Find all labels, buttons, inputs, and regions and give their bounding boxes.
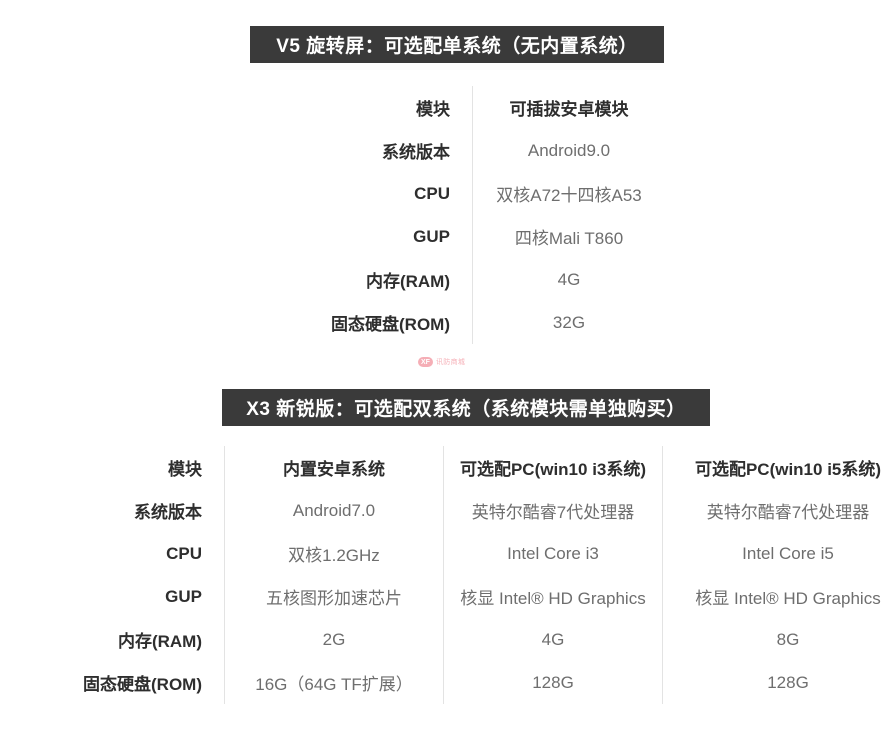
spec-label: GUP <box>165 586 202 606</box>
spec-value: 2G <box>224 618 444 661</box>
spec-label: 系统版本 <box>134 503 202 522</box>
spec-label: 固态硬盘(ROM) <box>331 315 450 334</box>
spec-value: 双核A72十四核A53 <box>472 172 665 215</box>
spec-value: 可插拔安卓模块 <box>472 86 665 129</box>
spec-value: Intel Core i3 <box>443 532 663 575</box>
section-banner-v5: V5 旋转屏：可选配单系统（无内置系统） <box>250 26 664 63</box>
spec-label: 模块 <box>416 100 450 119</box>
spec-label: 固态硬盘(ROM) <box>83 675 202 694</box>
spec-value: 可选配PC(win10 i3系统) <box>443 446 663 489</box>
table-row: CPU 双核A72十四核A53 <box>250 172 665 215</box>
spec-label: CPU <box>166 543 202 563</box>
spec-value: 16G（64G TF扩展） <box>224 661 444 704</box>
spec-value: 英特尔酷睿7代处理器 <box>443 489 663 532</box>
table-row: CPU 双核1.2GHz Intel Core i3 Intel Core i5 <box>0 532 888 575</box>
table-row: 系统版本 Android9.0 <box>250 129 665 172</box>
spec-label: 内存(RAM) <box>365 272 450 291</box>
spec-label: 内存(RAM) <box>117 632 202 651</box>
spec-value: 128G <box>443 661 663 704</box>
table-row: 系统版本 Android7.0 英特尔酷睿7代处理器 英特尔酷睿7代处理器 <box>0 489 888 532</box>
table-row: GUP 五核图形加速芯片 核显 Intel® HD Graphics 核显 In… <box>0 575 888 618</box>
spec-table-x3: 模块 内置安卓系统 可选配PC(win10 i3系统) 可选配PC(win10 … <box>0 446 888 704</box>
table-row: 固态硬盘(ROM) 32G <box>250 301 665 344</box>
spec-value: 128G <box>662 661 888 704</box>
watermark-badge-icon: XF <box>418 357 433 367</box>
spec-value: 四核Mali T860 <box>472 215 665 258</box>
spec-value: 核显 Intel® HD Graphics <box>662 575 888 618</box>
spec-value: 可选配PC(win10 i5系统) <box>662 446 888 489</box>
table-row: 内存(RAM) 4G <box>250 258 665 301</box>
spec-value: 内置安卓系统 <box>224 446 444 489</box>
watermark-label: 讯防商城 <box>436 359 466 366</box>
spec-value: 4G <box>472 258 665 301</box>
spec-label: GUP <box>413 226 450 246</box>
spec-value: 英特尔酷睿7代处理器 <box>662 489 888 532</box>
table-row: 内存(RAM) 2G 4G 8G <box>0 618 888 661</box>
spec-value: 双核1.2GHz <box>224 532 444 575</box>
spec-value: 4G <box>443 618 663 661</box>
spec-label: CPU <box>414 183 450 203</box>
spec-value: 五核图形加速芯片 <box>224 575 444 618</box>
spec-value: 8G <box>662 618 888 661</box>
spec-value: 32G <box>472 301 665 344</box>
table-row: 固态硬盘(ROM) 16G（64G TF扩展） 128G 128G <box>0 661 888 704</box>
table-row: GUP 四核Mali T860 <box>250 215 665 258</box>
spec-label: 模块 <box>168 460 202 479</box>
spec-value: Intel Core i5 <box>662 532 888 575</box>
spec-table-v5: 模块 可插拔安卓模块 系统版本 Android9.0 CPU 双核A72十四核A… <box>250 86 665 344</box>
watermark: XF 讯防商城 <box>418 357 465 367</box>
table-row: 模块 内置安卓系统 可选配PC(win10 i3系统) 可选配PC(win10 … <box>0 446 888 489</box>
section-banner-x3: X3 新锐版：可选配双系统（系统模块需单独购买） <box>222 389 710 426</box>
table-row: 模块 可插拔安卓模块 <box>250 86 665 129</box>
spec-value: Android7.0 <box>224 489 444 532</box>
spec-value: 核显 Intel® HD Graphics <box>443 575 663 618</box>
spec-value: Android9.0 <box>472 129 665 172</box>
spec-label: 系统版本 <box>382 143 450 162</box>
